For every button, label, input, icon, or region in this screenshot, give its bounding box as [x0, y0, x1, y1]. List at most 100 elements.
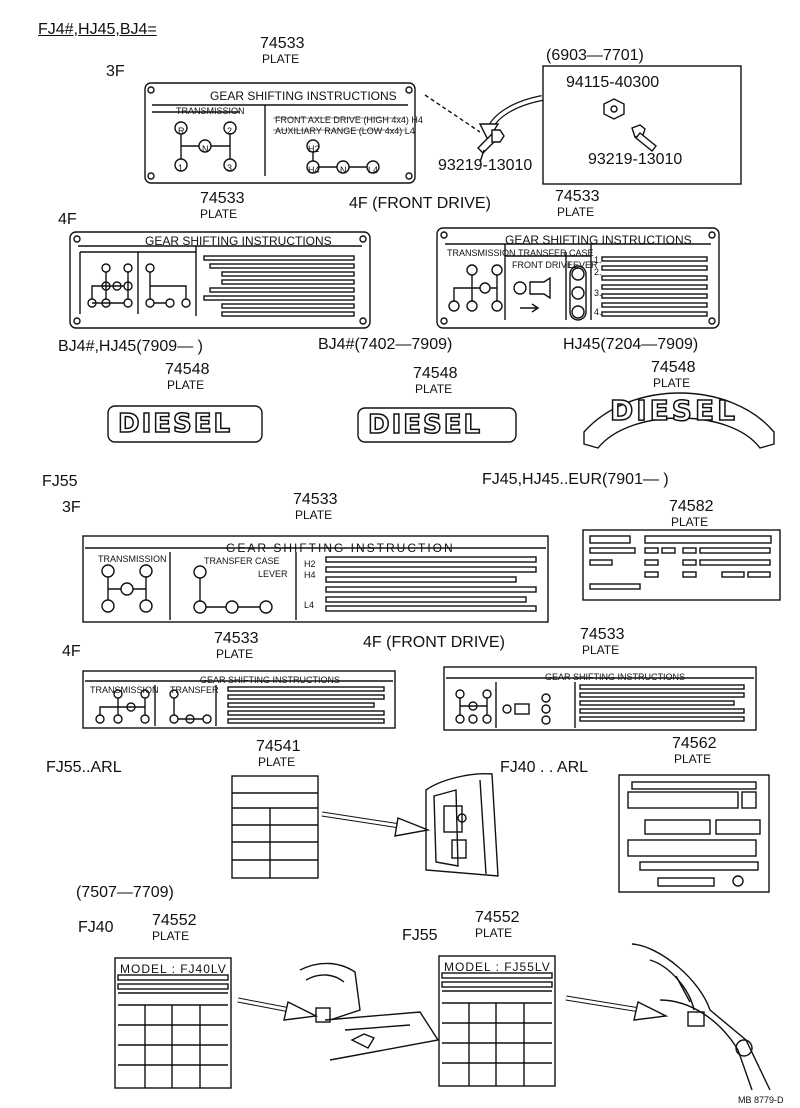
fj55-plate-title: GEAR SHIFTING INSTRUCTION [226, 541, 455, 555]
s4-row-1: 1. [594, 255, 602, 265]
s4-lever: LEVER [568, 260, 598, 270]
eur-plate [582, 529, 781, 601]
fj55-fd-part: 74533 [580, 626, 625, 643]
s4-row-4: 4. [594, 307, 602, 317]
gear-plate-fj55-3f [82, 535, 549, 623]
mp-right-model: FJ55 [402, 927, 438, 944]
diesel-2-part: 74548 [413, 365, 458, 382]
fj55-fd-plate-title: GEAR SHIFTING INSTRUCTIONS [545, 672, 686, 682]
model-plate-fj40 [114, 957, 232, 1089]
s3-variant: 4F [58, 211, 77, 228]
s2-nut-part: 94115-40300 [566, 74, 660, 91]
eur-part: 74582 [669, 498, 714, 515]
bolt-icon-2 [631, 124, 657, 152]
s1-variant: 3F [106, 63, 125, 80]
gear-plate-3f [144, 82, 416, 184]
s1-gear-3: 3 [227, 163, 233, 173]
arl2-part: 74562 [672, 735, 717, 752]
diesel-2-text: DIESEL [367, 410, 483, 440]
s1-transmission: TRANSMISSION [176, 106, 245, 116]
arl-plate-74541 [231, 775, 319, 879]
eur-model: FJ45,HJ45..EUR(7901— ) [482, 471, 669, 488]
arl1-part: 74541 [256, 738, 301, 755]
s1-tc-l4: L4 [368, 165, 379, 175]
fj55-4f-plate-title: GEAR SHIFTING INSTRUCTIONS [200, 675, 341, 685]
s3-part-number: 74533 [200, 190, 245, 207]
mp-right-part-name: PLATE [475, 926, 513, 940]
fj55-row-h4: H4 [304, 570, 316, 580]
mp-right-text: MODEL : FJ55LV [444, 960, 551, 974]
s4-transmission: TRANSMISSION [447, 248, 516, 258]
gear-plate-4f-front-drive [436, 227, 720, 329]
diesel-3-model: HJ45(7204—7909) [563, 336, 699, 353]
s1-gear-n: N [202, 144, 209, 154]
s1-gear-r: R [178, 126, 185, 136]
arl1-part-name: PLATE [258, 755, 296, 769]
fj55-4f-part-name: PLATE [216, 647, 254, 661]
diesel-3-part: 74548 [651, 359, 696, 376]
fj55-lever: LEVER [258, 569, 288, 579]
nut-icon [603, 98, 625, 120]
fj55-row-l4: L4 [304, 600, 315, 610]
model-plate-fj55 [438, 955, 556, 1087]
fj55-fd-variant: 4F (FRONT DRIVE) [363, 634, 505, 651]
s1-part-number: 74533 [260, 35, 305, 52]
diesel-2-model: BJ4#(7402—7909) [318, 336, 453, 353]
fj55-model: FJ55 [42, 473, 78, 490]
s1-gear-1: 1 [178, 163, 184, 173]
gear-plate-fj55-front-drive [443, 666, 757, 731]
diesel-1-model: BJ4#,HJ45(7909— ) [58, 338, 203, 355]
s4-transfer: TRANSFER CASE [518, 248, 594, 258]
fj55-door-illustration [631, 943, 771, 1091]
mp-left-part: 74552 [152, 912, 197, 929]
footer-code: MB 8779-D [738, 1095, 784, 1105]
s3-part-name: PLATE [200, 207, 238, 221]
gear-plate-fj55-4f [82, 670, 396, 729]
s1-tc-h2: H2 [308, 144, 320, 154]
s4-variant: 4F (FRONT DRIVE) [349, 195, 491, 212]
fj55-part: 74533 [293, 491, 338, 508]
arl1-model: FJ55..ARL [46, 759, 122, 776]
s2-bolt-part: 93219-13010 [588, 151, 683, 168]
door-pillar-illustration [425, 772, 499, 877]
s4-plate-title: GEAR SHIFTING INSTRUCTIONS [505, 233, 692, 247]
s4-part-name: PLATE [557, 205, 595, 219]
gear-plate-4f [69, 231, 371, 329]
diesel-plate-1 [107, 405, 263, 443]
mp-left-part-name: PLATE [152, 929, 190, 943]
fj55-4f-part: 74533 [214, 630, 259, 647]
header-models: FJ4#,HJ45,BJ4= [38, 21, 157, 38]
fj55-transfer: TRANSFER CASE [204, 556, 280, 566]
mp-right-part: 74552 [475, 909, 520, 926]
s4-row-2: 2. [594, 267, 602, 277]
fj55-4f-transfer: TRANSFER [170, 685, 219, 695]
arl2-part-name: PLATE [674, 752, 712, 766]
s4-row-3: 3. [594, 288, 602, 298]
s1-bolt-part: 93219-13010 [438, 157, 533, 174]
s1-aux-range: AUXILIARY RANGE (LOW 4x4) L4 [275, 126, 415, 136]
eur-part-name: PLATE [671, 515, 709, 529]
fj55-row-h2: H2 [304, 559, 316, 569]
s1-tc-n: N [340, 165, 347, 175]
arl-plate-74562 [618, 774, 770, 893]
s1-plate-title: GEAR SHIFTING INSTRUCTIONS [210, 89, 397, 103]
diesel-plate-3 [583, 392, 775, 449]
fj55-variant: 3F [62, 499, 81, 516]
mp-left-text: MODEL : FJ40LV [120, 962, 227, 976]
fj55-4f-variant: 4F [62, 643, 81, 660]
s1-gear-2: 2 [227, 126, 233, 136]
fj55-part-name: PLATE [295, 508, 333, 522]
s4-front-drive: FRONT DRIVE [512, 260, 573, 270]
fj55-4f-transmission: TRANSMISSION [90, 685, 159, 695]
diesel-plate-2 [357, 407, 517, 443]
diesel-1-name: PLATE [167, 378, 205, 392]
arl2-model: FJ40 . . ARL [500, 759, 589, 776]
diesel-1-part: 74548 [165, 361, 210, 378]
model-plates-date: (7507—7709) [76, 884, 174, 901]
s1-part-name: PLATE [262, 52, 300, 66]
diesel-3-name: PLATE [653, 376, 691, 390]
bolt-icon [477, 129, 505, 163]
fj40-body-illustration [299, 962, 440, 1061]
diesel-1-text: DIESEL [117, 409, 233, 439]
